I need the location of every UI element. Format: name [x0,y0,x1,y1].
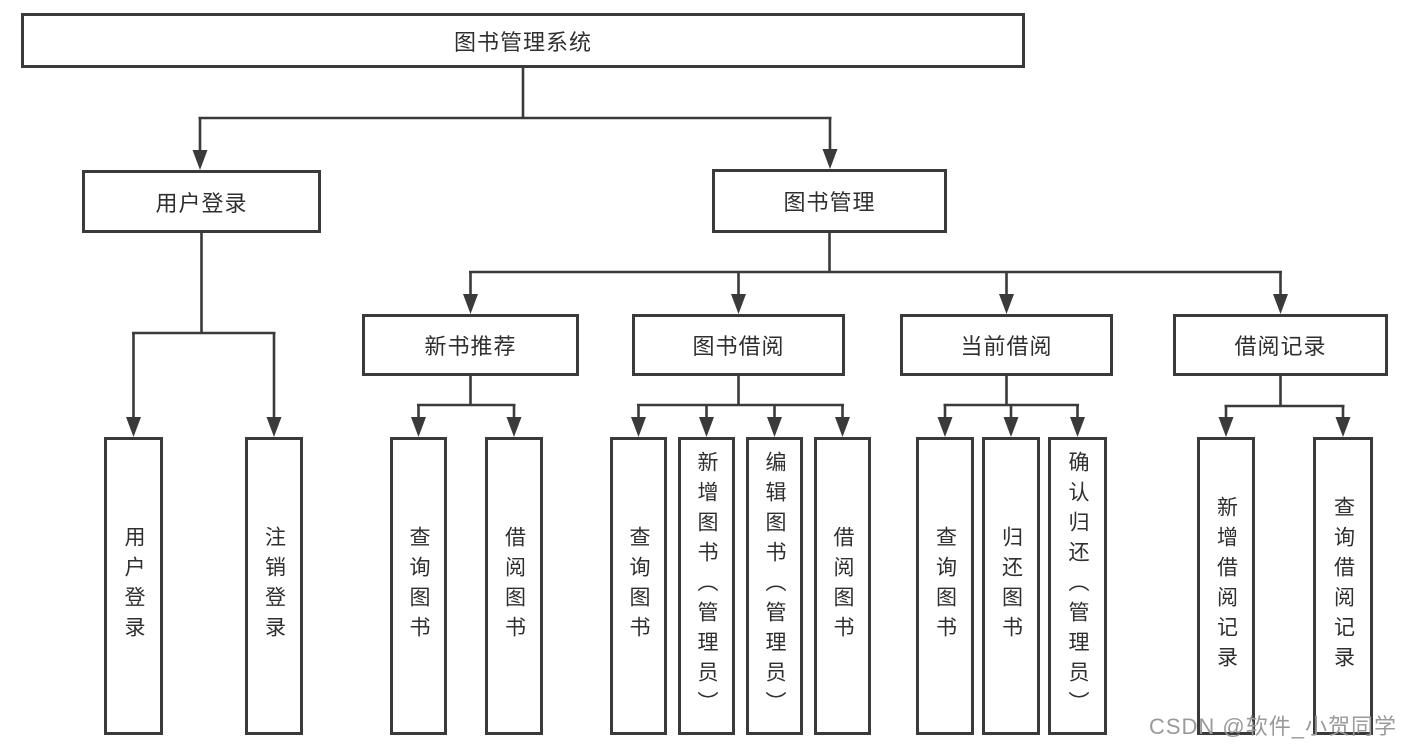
node-label: 当前借阅 [960,334,1053,359]
leaf-borrow-books: 借阅图书 [814,437,871,735]
leaf-confirm-return-admin: 确认归还（管理员） [1048,437,1107,735]
leaf-add-borrow-record: 新增借阅记录 [1197,437,1255,735]
node-current-borrow: 当前借阅 [900,314,1113,376]
node-label: 新书推荐 [424,334,517,359]
leaf-query-books: 查询图书 [916,437,974,735]
leaf-label: 新增借阅记录 [1214,496,1238,676]
leaf-query-borrow-record: 查询借阅记录 [1313,437,1373,735]
node-label: 图书管理系统 [453,29,592,55]
leaf-label: 查询图书 [933,526,957,646]
leaf-return-books: 归还图书 [982,437,1040,735]
leaf-query-books: 查询图书 [390,437,447,735]
node-label: 图书借阅 [692,334,785,359]
csdn-watermark: CSDN @软件_小贺同学 [1148,714,1397,739]
node-book-borrow: 图书借阅 [632,314,845,376]
node-user-login: 用户登录 [82,170,321,233]
leaf-label: 查询图书 [627,526,650,646]
node-label: 用户登录 [155,190,248,216]
node-new-book-recommend: 新书推荐 [362,314,579,376]
node-label: 借阅记录 [1234,334,1327,359]
leaf-label: 注销登录 [262,526,286,646]
leaf-label: 借阅图书 [831,526,854,646]
leaf-label: 归还图书 [999,526,1023,646]
leaf-label: 借阅图书 [502,526,526,646]
node-borrow-records: 借阅记录 [1173,314,1388,376]
leaf-add-books-admin: 新增图书（管理员） [678,437,735,735]
node-book-management: 图书管理 [712,169,947,233]
arrowhead-group [126,149,1351,437]
node-label: 图书管理 [783,190,876,215]
leaf-label: 确认归还（管理员） [1066,451,1089,721]
leaf-label: 查询图书 [407,526,430,646]
leaf-user-login: 用户登录 [104,437,163,735]
leaf-borrow-books: 借阅图书 [485,437,543,735]
leaf-edit-books-admin: 编辑图书（管理员） [746,437,803,735]
leaf-label: 编辑图书（管理员） [763,451,786,721]
leaf-logout: 注销登录 [245,437,303,735]
leaf-query-books: 查询图书 [610,437,667,735]
leaf-label: 新增图书（管理员） [695,451,718,721]
leaf-label: 查询借阅记录 [1331,496,1355,676]
leaf-label: 用户登录 [122,526,145,646]
node-library-management-system: 图书管理系统 [21,13,1025,68]
